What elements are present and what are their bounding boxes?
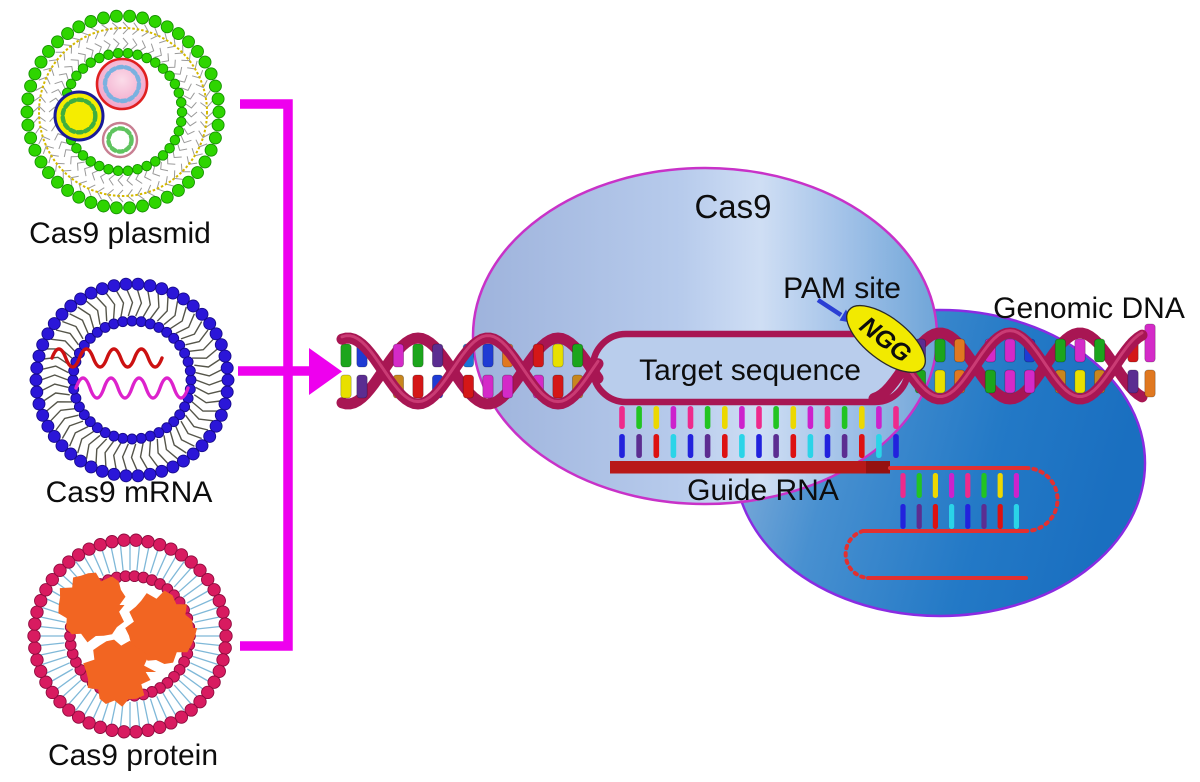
- dna-helix-left: [336, 332, 604, 410]
- ngg-pam-badge: NGG: [846, 305, 926, 373]
- delivery-bracket-arrow-icon: [238, 99, 342, 651]
- guide-rna-backbone: [610, 461, 890, 474]
- plasmid-label: Cas9 plasmid: [29, 217, 211, 250]
- protein-label: Cas9 protein: [48, 739, 218, 772]
- cas9-plasmid-liposome: [20, 9, 226, 215]
- pam-site-label: PAM site: [783, 272, 901, 305]
- cas9-mrna-liposome: [29, 277, 235, 483]
- cas9-protein-liposome: [27, 533, 233, 739]
- genomic-dna-label: Genomic DNA: [993, 292, 1185, 325]
- base-pair-ticks: [619, 406, 899, 458]
- cas9-label: Cas9: [694, 188, 771, 225]
- guide-rna-label: Guide RNA: [687, 474, 839, 507]
- target-sequence-label: Target sequence: [639, 354, 861, 387]
- guide-rna-scaffold: [843, 466, 1060, 580]
- mrna-label: Cas9 mRNA: [46, 476, 213, 509]
- ngg-ellipse: [846, 305, 926, 373]
